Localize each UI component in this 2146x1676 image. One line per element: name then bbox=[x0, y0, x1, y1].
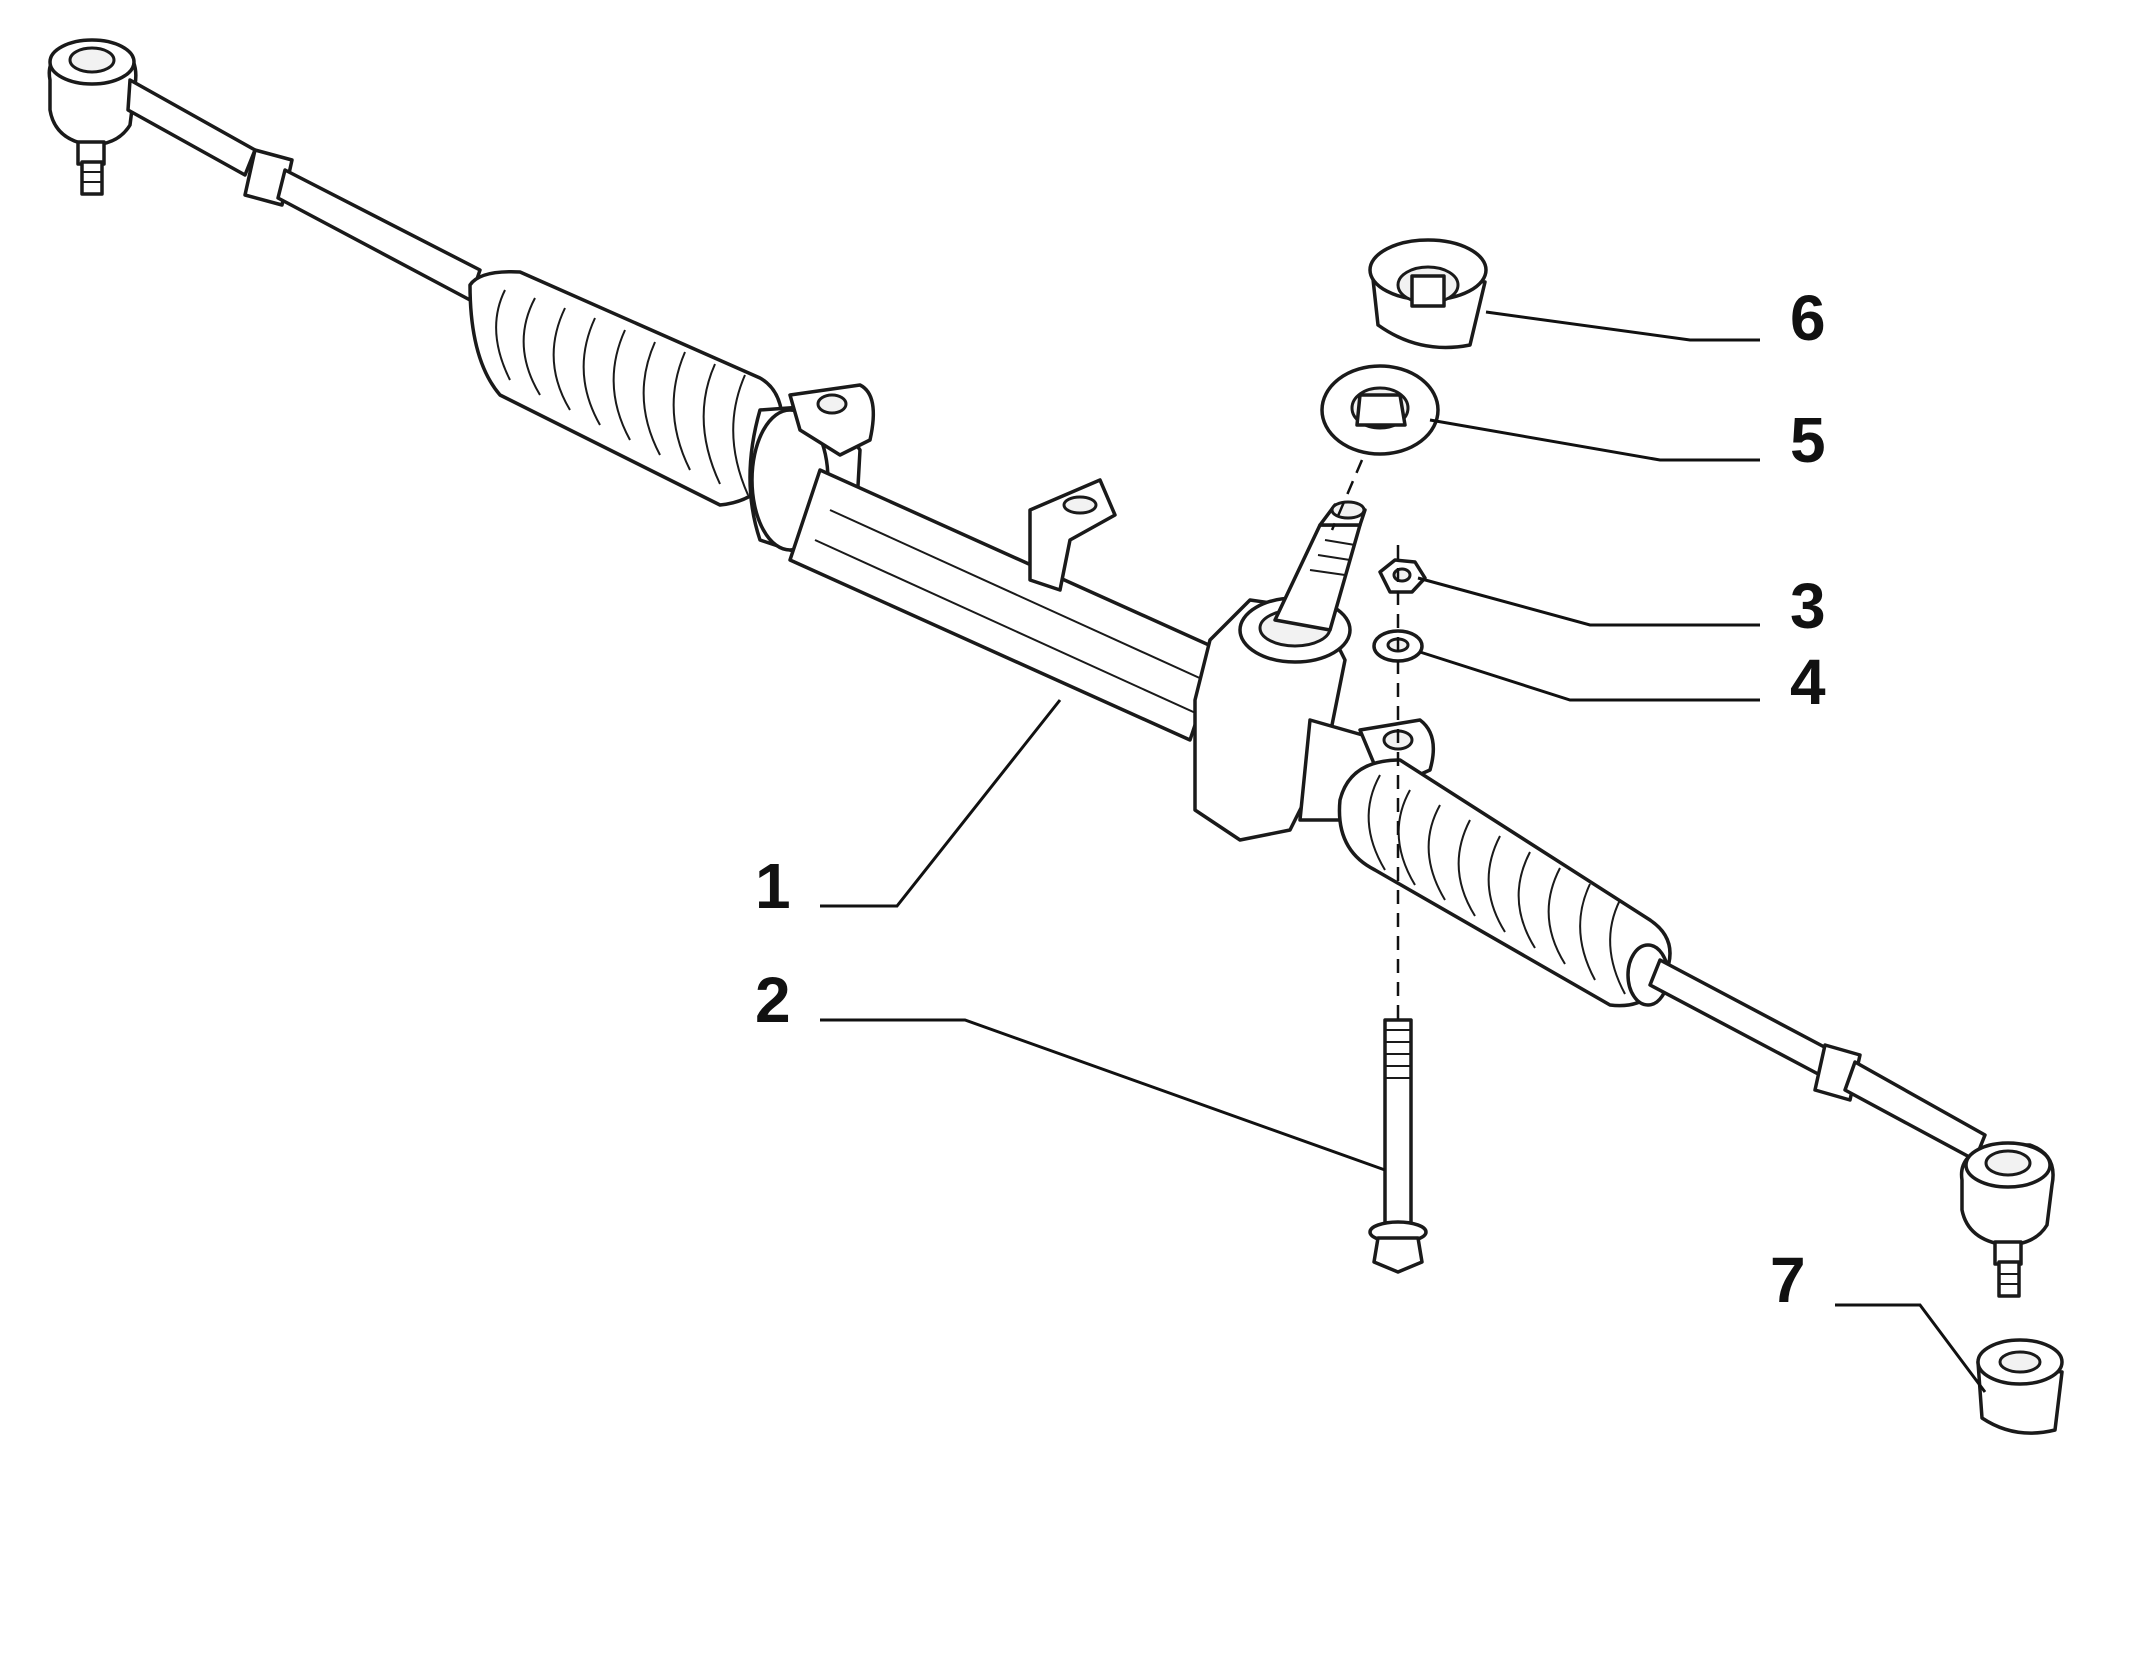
rack-housing bbox=[748, 383, 1436, 842]
left-tie-rod-end bbox=[47, 38, 138, 196]
part-2-bolt bbox=[1368, 1018, 1428, 1274]
callout-4: 4 bbox=[1790, 646, 1826, 718]
callout-6: 6 bbox=[1790, 282, 1826, 354]
part-6-dust-cap bbox=[1368, 238, 1488, 350]
callout-2: 2 bbox=[755, 964, 791, 1036]
part-5-seal bbox=[1320, 364, 1440, 456]
callout-7: 7 bbox=[1770, 1244, 1806, 1316]
callout-3: 3 bbox=[1790, 570, 1826, 642]
right-tie-rod bbox=[1648, 958, 1987, 1162]
assembly-centerlines bbox=[1330, 459, 1400, 1020]
right-bellows-boot bbox=[1337, 758, 1672, 1008]
part-7-nut bbox=[1976, 1338, 2064, 1435]
right-tie-rod-end bbox=[1959, 1141, 2055, 1298]
callout-labels: 1 2 3 4 5 6 7 bbox=[755, 282, 1826, 1316]
left-tie-rod bbox=[126, 78, 482, 302]
callout-1: 1 bbox=[755, 850, 791, 922]
part-3-nut bbox=[1378, 558, 1427, 594]
leader-lines bbox=[820, 310, 1987, 1393]
left-bellows-boot bbox=[468, 270, 785, 507]
callout-5: 5 bbox=[1790, 404, 1826, 476]
